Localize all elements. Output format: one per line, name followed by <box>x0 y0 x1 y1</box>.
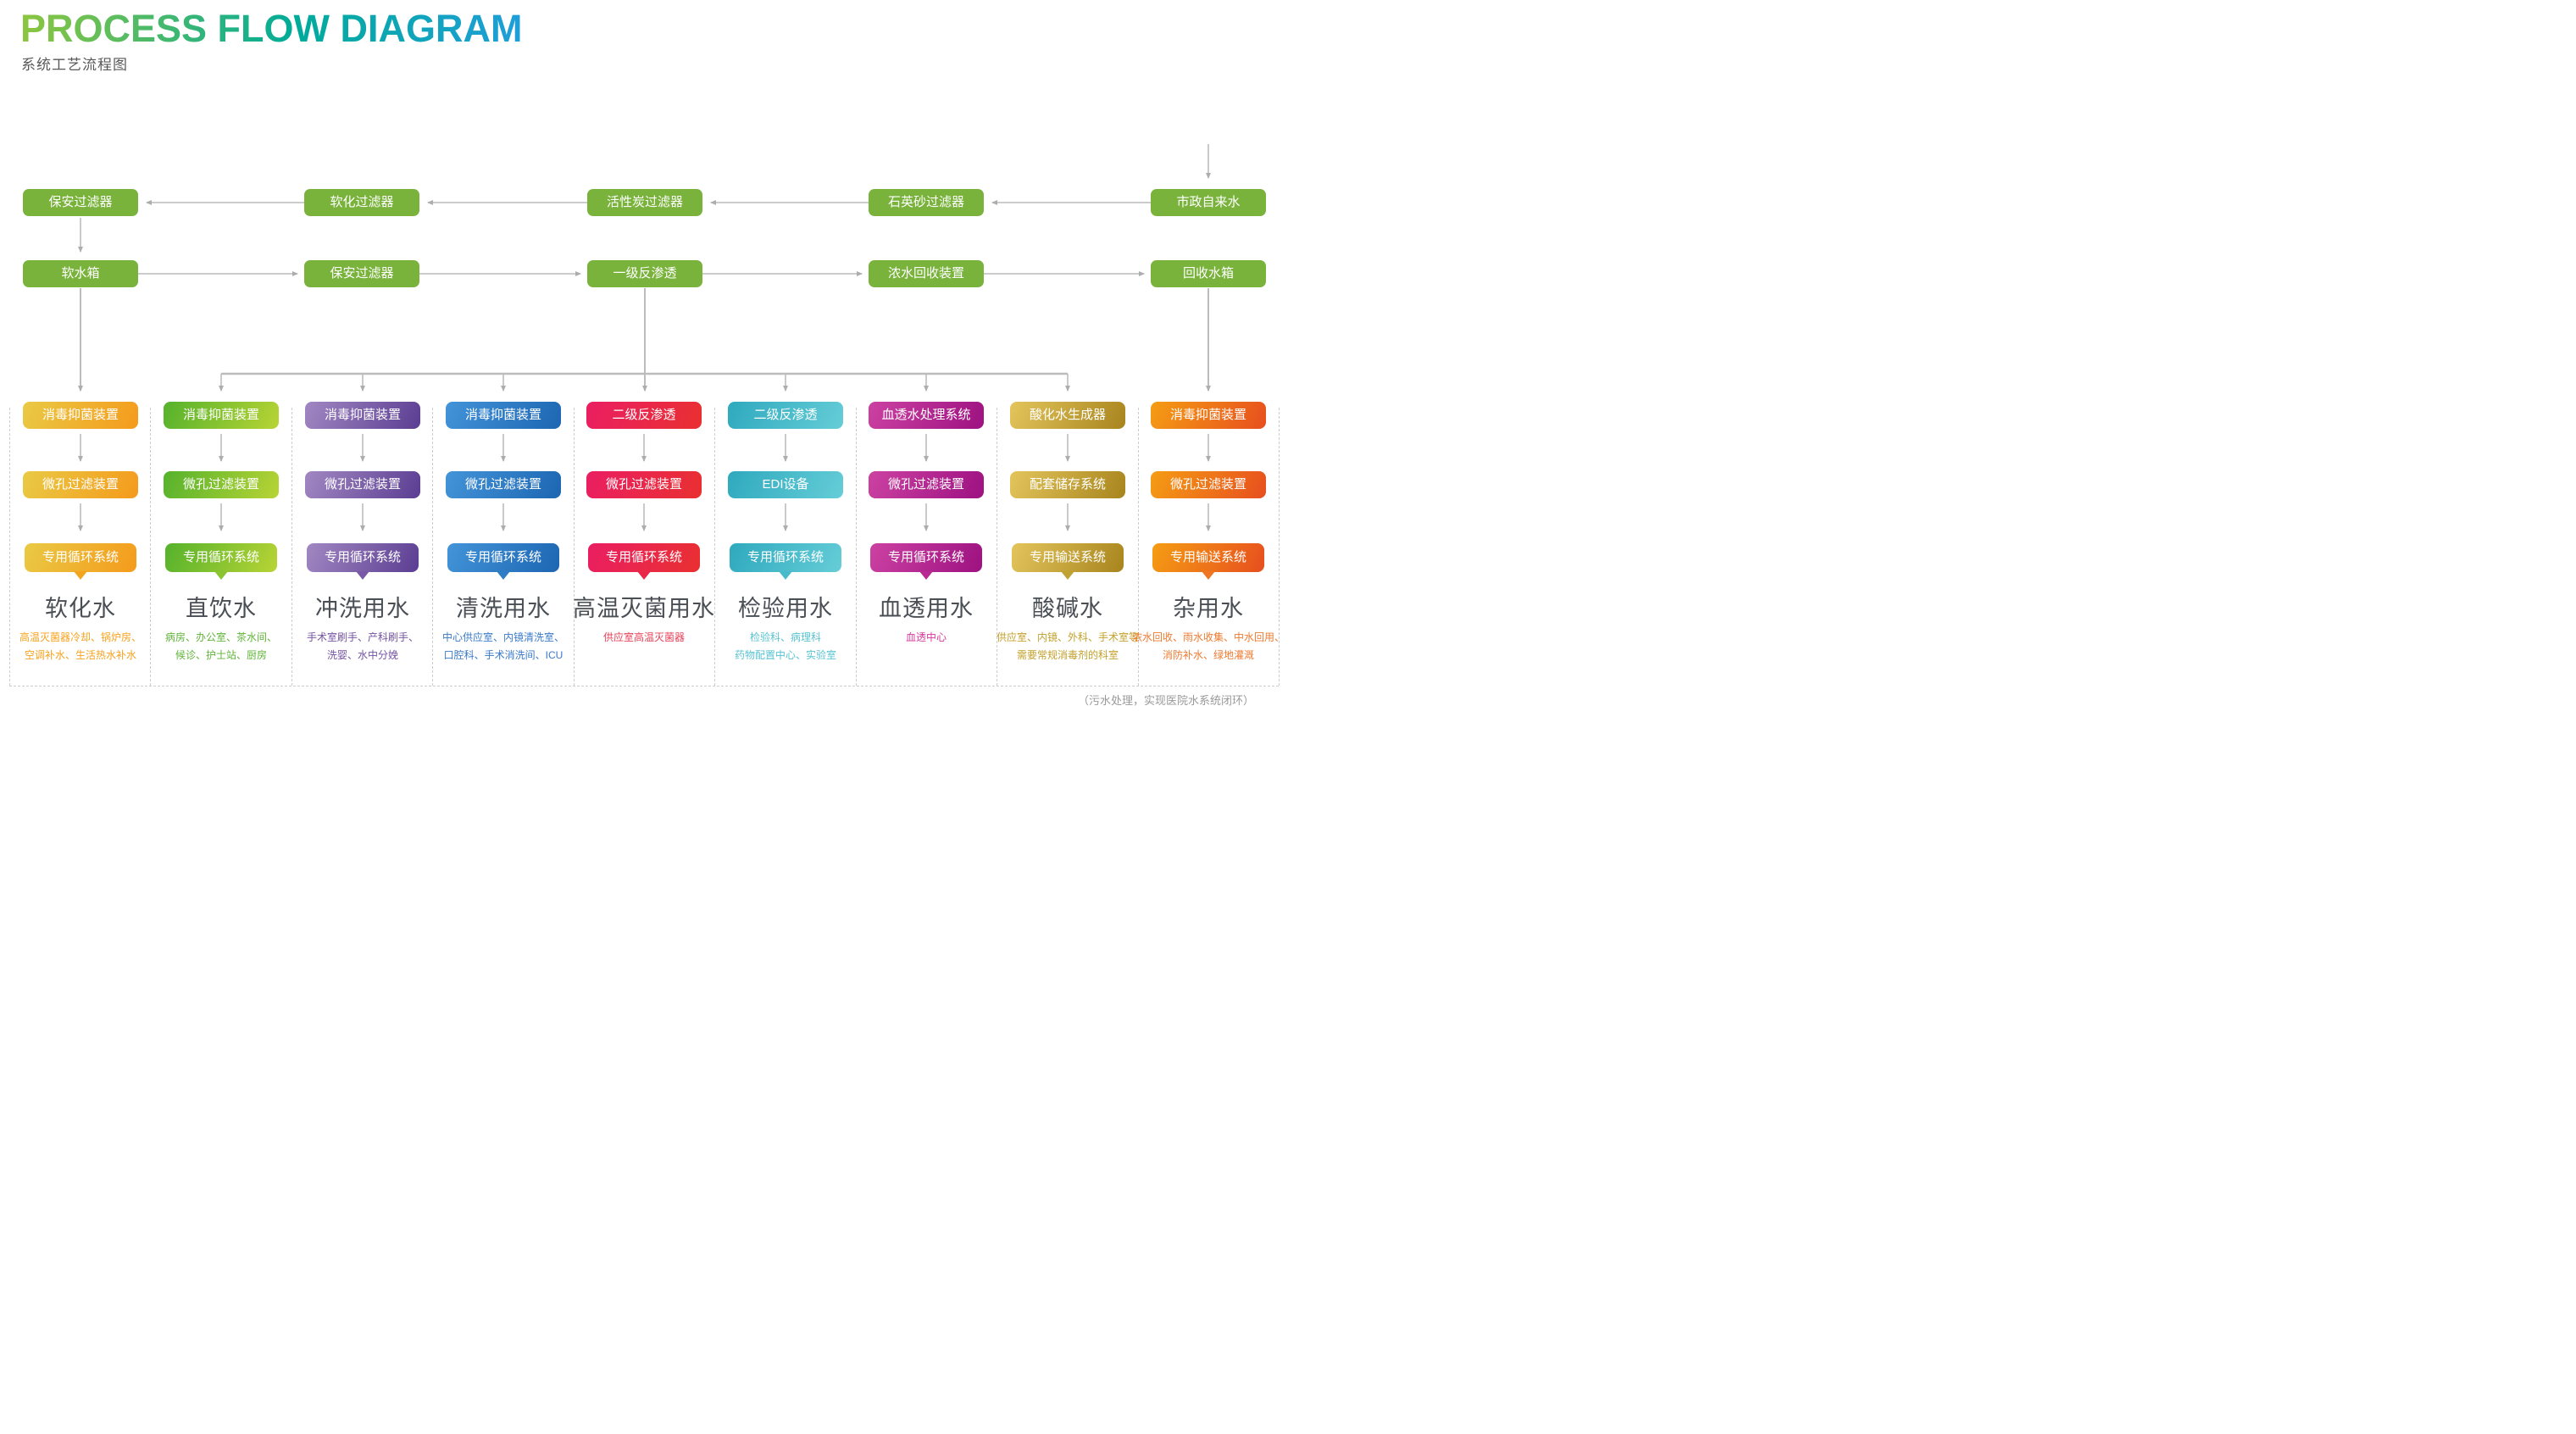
node-stage1: 血透水处理系统 <box>869 402 984 429</box>
node-stage2: 微孔过滤装置 <box>164 471 279 498</box>
bubble-pointer <box>74 571 87 580</box>
closed-loop-note: （污水处理，实现医院水系统闭环） <box>1077 694 1254 707</box>
usage-detail: 浓水回收、雨水收集、中水回用、 消防补水、绿地灌溉 <box>1131 631 1285 661</box>
usage-detail: 供应室高温灭菌器 <box>602 631 685 643</box>
bubble-pointer <box>779 571 792 580</box>
column-separator <box>1279 408 1280 686</box>
column-miscellaneous-water: 消毒抑菌装置 微孔过滤装置 专用输送系统 杂用水 浓水回收、雨水收集、中水回用、… <box>1128 402 1288 694</box>
node-security-filter-1: 保安过滤器 <box>23 189 138 216</box>
column-cleaning-water: 消毒抑菌装置 微孔过滤装置 专用循环系统 清洗用水 中心供应室、内镜清洗室、 口… <box>423 402 584 694</box>
node-stage3-bubble: 专用输送系统 <box>1012 543 1124 572</box>
node-softening-filter: 软化过滤器 <box>304 189 419 216</box>
page-title: PROCESS FLOW DIAGRAM <box>20 7 523 50</box>
column-laboratory-water: 二级反渗透 EDI设备 专用循环系统 检验用水 检验科、病理科 药物配置中心、实… <box>705 402 866 694</box>
usage-detail: 高温灭菌器冷却、锅炉房、 空调补水、生活热水补水 <box>19 631 142 661</box>
column-separator <box>9 408 10 686</box>
water-type-title: 直饮水 <box>186 596 257 621</box>
node-stage2: 配套储存系统 <box>1010 471 1125 498</box>
node-stage2: 微孔过滤装置 <box>446 471 561 498</box>
bubble-pointer <box>1202 571 1215 580</box>
water-type-title: 清洗用水 <box>456 596 551 621</box>
node-stage2: 微孔过滤装置 <box>869 471 984 498</box>
node-stage1: 二级反渗透 <box>586 402 702 429</box>
column-separator <box>856 408 857 686</box>
water-type-title: 冲洗用水 <box>315 596 410 621</box>
node-stage1: 消毒抑菌装置 <box>23 402 138 429</box>
usage-detail: 病房、办公室、茶水间、 候诊、护士站、厨房 <box>164 631 277 661</box>
water-type-title: 软化水 <box>45 596 116 621</box>
node-stage3-bubble: 专用循环系统 <box>447 543 559 572</box>
water-type-title: 酸碱水 <box>1032 596 1103 621</box>
node-security-filter-2: 保安过滤器 <box>304 260 419 287</box>
node-stage3-bubble: 专用输送系统 <box>1152 543 1264 572</box>
node-stage3-bubble: 专用循环系统 <box>730 543 841 572</box>
node-ro-stage1: 一级反渗透 <box>587 260 702 287</box>
node-stage1: 酸化水生成器 <box>1010 402 1125 429</box>
bubble-pointer <box>356 571 369 580</box>
node-stage2: 微孔过滤装置 <box>305 471 420 498</box>
column-separator <box>574 408 575 686</box>
column-softened-water: 消毒抑菌装置 微孔过滤装置 专用循环系统 软化水 高温灭菌器冷却、锅炉房、 空调… <box>0 402 161 694</box>
node-stage2: 微孔过滤装置 <box>586 471 702 498</box>
node-stage1: 消毒抑菌装置 <box>446 402 561 429</box>
bubble-pointer <box>919 571 933 580</box>
node-recycle-tank: 回收水箱 <box>1151 260 1266 287</box>
node-stage3-bubble: 专用循环系统 <box>588 543 700 572</box>
node-stage1: 二级反渗透 <box>728 402 843 429</box>
node-stage1: 消毒抑菌装置 <box>305 402 420 429</box>
column-drinking-water: 消毒抑菌装置 微孔过滤装置 专用循环系统 直饮水 病房、办公室、茶水间、 候诊、… <box>141 402 302 694</box>
column-separator <box>150 408 151 686</box>
bubble-pointer <box>214 571 228 580</box>
water-type-title: 检验用水 <box>738 596 833 621</box>
usage-detail: 中心供应室、内镜清洗室、 口腔科、手术消洗间、ICU <box>441 631 564 661</box>
node-municipal-water: 市政自来水 <box>1151 189 1266 216</box>
column-hemodialysis-water: 血透水处理系统 微孔过滤装置 专用循环系统 血透用水 血透中心 <box>846 402 1007 694</box>
column-rinse-water: 消毒抑菌装置 微孔过滤装置 专用循环系统 冲洗用水 手术室刷手、产科刷手、 洗婴… <box>282 402 443 694</box>
usage-detail: 手术室刷手、产科刷手、 洗婴、水中分娩 <box>306 631 419 661</box>
node-stage3-bubble: 专用循环系统 <box>870 543 982 572</box>
node-quartz-filter: 石英砂过滤器 <box>869 189 984 216</box>
node-concentrate-recovery: 浓水回收装置 <box>869 260 984 287</box>
node-stage2: EDI设备 <box>728 471 843 498</box>
water-type-title: 血透用水 <box>879 596 974 621</box>
bubble-pointer <box>1061 571 1074 580</box>
page-subtitle: 系统工艺流程图 <box>21 57 128 73</box>
node-stage1: 消毒抑菌装置 <box>1151 402 1266 429</box>
water-type-title: 杂用水 <box>1173 596 1244 621</box>
process-flow-diagram: PROCESS FLOW DIAGRAM 系统工艺流程图 <box>0 0 1288 717</box>
column-sterilization-water: 二级反渗透 微孔过滤装置 专用循环系统 高温灭菌用水 供应室高温灭菌器 <box>564 402 724 694</box>
column-separator <box>714 408 715 686</box>
node-soft-water-tank: 软水箱 <box>23 260 138 287</box>
column-acid-alkaline-water: 酸化水生成器 配套储存系统 专用输送系统 酸碱水 供应室、内镜、外科、手术室等 … <box>987 402 1148 694</box>
usage-detail: 血透中心 <box>905 631 947 643</box>
column-separator <box>291 408 292 686</box>
bubble-pointer <box>637 571 651 580</box>
node-stage2: 微孔过滤装置 <box>1151 471 1266 498</box>
node-carbon-filter: 活性炭过滤器 <box>587 189 702 216</box>
usage-detail: 供应室、内镜、外科、手术室等 需要常规消毒剂的科室 <box>996 631 1139 661</box>
node-stage3-bubble: 专用循环系统 <box>25 543 136 572</box>
column-separator <box>432 408 433 686</box>
node-stage1: 消毒抑菌装置 <box>164 402 279 429</box>
node-stage3-bubble: 专用循环系统 <box>165 543 277 572</box>
bubble-pointer <box>497 571 510 580</box>
node-stage2: 微孔过滤装置 <box>23 471 138 498</box>
water-type-title: 高温灭菌用水 <box>573 596 715 621</box>
usage-detail: 检验科、病理科 药物配置中心、实验室 <box>734 631 836 661</box>
column-separator <box>1138 408 1139 686</box>
node-stage3-bubble: 专用循环系统 <box>307 543 419 572</box>
